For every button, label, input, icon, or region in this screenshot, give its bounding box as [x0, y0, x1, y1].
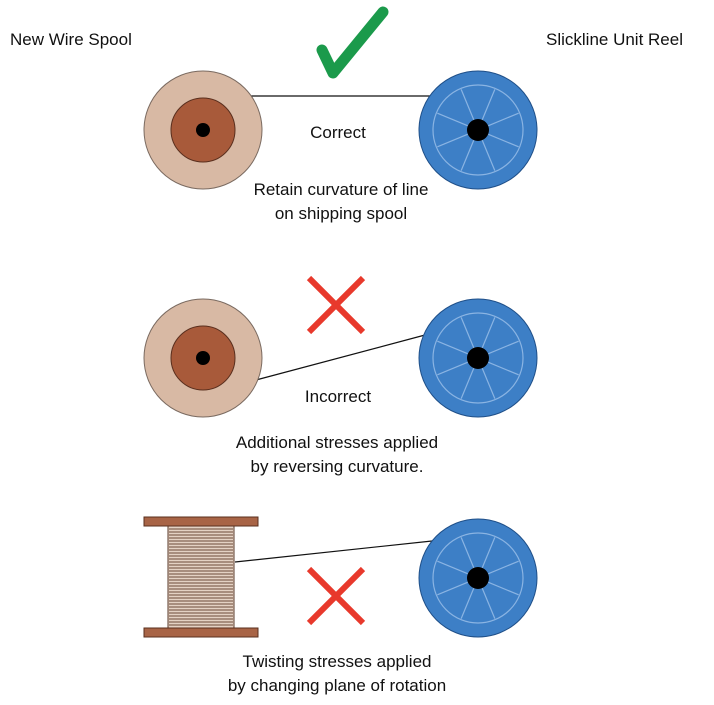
status-label: Correct — [310, 123, 366, 142]
caption-line-2: on shipping spool — [275, 204, 407, 223]
panel-correct: Correct Retain curvature of line on ship… — [143, 6, 538, 223]
cross-icon — [306, 275, 366, 335]
wire-line — [234, 540, 433, 563]
caption-line-2: by reversing curvature. — [251, 457, 424, 476]
wire-spool — [143, 298, 263, 418]
panel-incorrect-twisting: Twisting stresses applied by changing pl… — [143, 516, 538, 695]
wire-line — [255, 334, 426, 381]
cross-icon — [306, 566, 366, 626]
header-new-wire-spool: New Wire Spool — [10, 30, 132, 49]
checkmark-icon — [316, 6, 389, 79]
caption-line-1: Additional stresses applied — [236, 433, 438, 452]
caption-line-2: by changing plane of rotation — [228, 676, 446, 695]
unit-reel — [418, 70, 538, 190]
status-label: Incorrect — [305, 387, 371, 406]
panel-incorrect-reversed: Incorrect Additional stresses applied by… — [143, 275, 538, 476]
wire-spool-side-view — [143, 516, 259, 638]
unit-reel — [418, 298, 538, 418]
unit-reel — [418, 518, 538, 638]
caption-line-1: Retain curvature of line — [254, 180, 429, 199]
caption-line-1: Twisting stresses applied — [243, 652, 432, 671]
header-slickline-unit-reel: Slickline Unit Reel — [546, 30, 683, 49]
wire-spool — [143, 70, 263, 190]
